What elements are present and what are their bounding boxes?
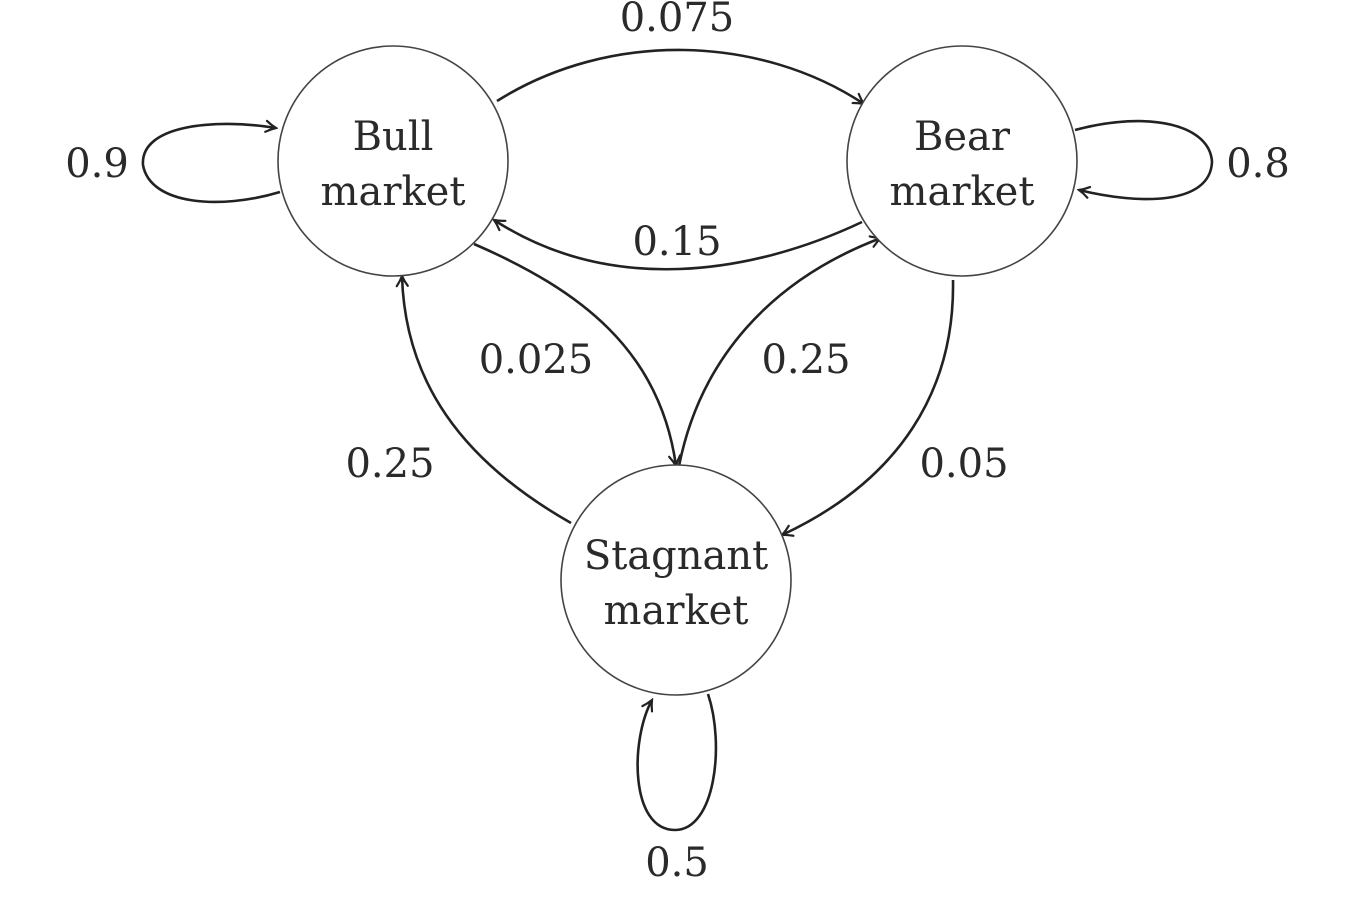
label-bull-to-stagnant: 0.025 xyxy=(479,337,594,383)
label-bear-to-stagnant: 0.05 xyxy=(919,441,1008,487)
edge-stagnant-to-bear xyxy=(677,238,881,467)
edge-bull-to-bull xyxy=(141,124,281,204)
edge-stagnant-to-bull xyxy=(402,276,572,525)
node-stagnant-label-line1: Stagnant xyxy=(584,533,768,579)
node-bear-market: Bear market xyxy=(846,45,1078,277)
label-stagnant-to-bull: 0.25 xyxy=(345,441,434,487)
label-stagnant-to-stagnant: 0.5 xyxy=(645,840,709,886)
node-bear-label-line1: Bear xyxy=(914,114,1011,160)
edge-stagnant-to-stagnant xyxy=(636,693,718,832)
node-bull-label-line2: market xyxy=(321,169,466,215)
edge-bear-to-bull xyxy=(494,220,863,271)
label-bear-to-bull: 0.15 xyxy=(632,219,721,265)
edge-bull-to-bear xyxy=(496,48,864,104)
node-bull-market: Bull market xyxy=(277,45,509,277)
node-stagnant-market: Stagnant market xyxy=(560,464,792,696)
label-bear-to-bear: 0.8 xyxy=(1226,141,1290,187)
edge-bull-to-stagnant xyxy=(473,242,676,466)
edge-bear-to-bear xyxy=(1074,119,1214,201)
node-bear-label-line2: market xyxy=(890,169,1035,215)
node-bull-label-line1: Bull xyxy=(353,114,434,160)
label-bull-to-bear: 0.075 xyxy=(620,0,735,41)
node-stagnant-label-line2: market xyxy=(604,588,749,634)
edge-bear-to-stagnant xyxy=(782,279,955,535)
label-bull-to-bull: 0.9 xyxy=(65,141,129,187)
label-stagnant-to-bear: 0.25 xyxy=(761,337,850,383)
